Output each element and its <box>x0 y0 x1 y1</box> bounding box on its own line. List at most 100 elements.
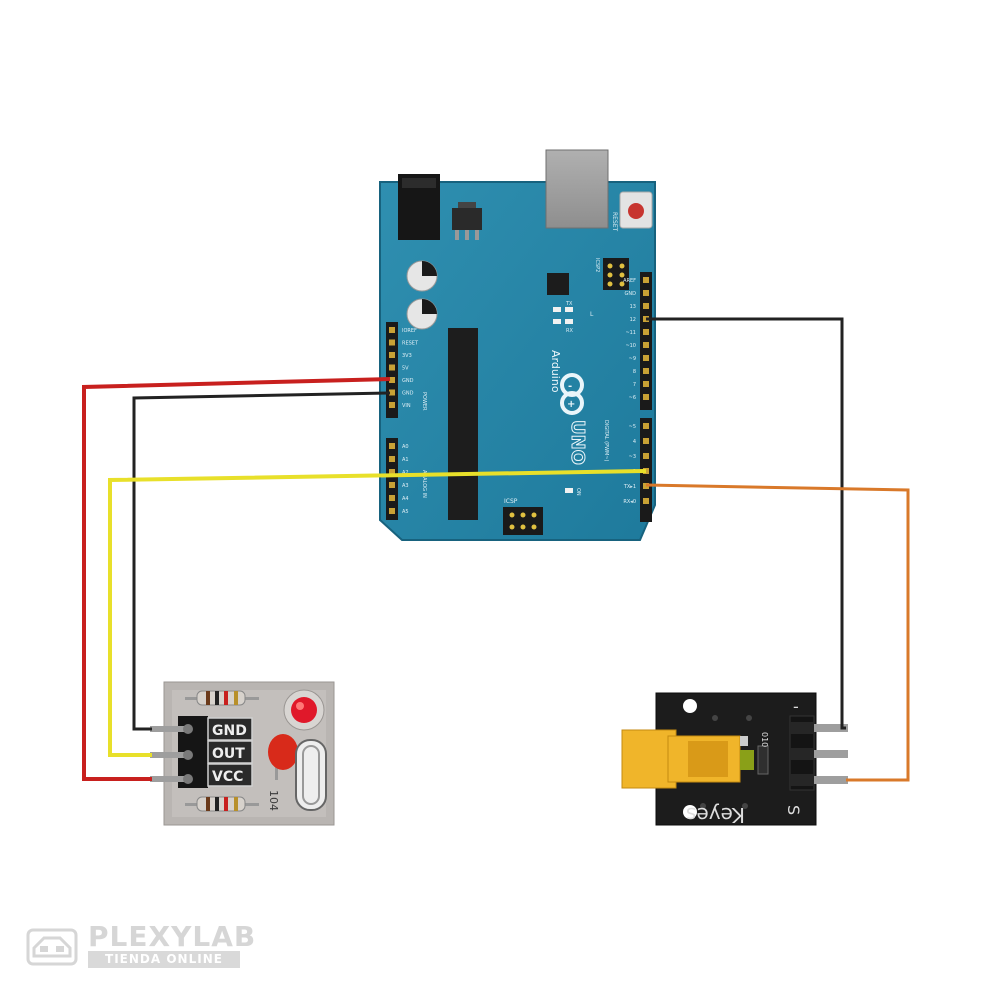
led-label-tx: TX <box>565 301 573 307</box>
header-pins <box>389 277 649 514</box>
laser-receiver-module: GND OUT VCC 104 <box>150 681 335 826</box>
digital-section-label: DIGITAL (PWM~) <box>603 420 609 462</box>
header-pin-label: ~11 <box>625 330 636 336</box>
header-pin <box>389 364 395 371</box>
header-pin-label: 5V <box>402 366 409 372</box>
header-pin <box>643 453 649 459</box>
icsp2-header: ICSP2 <box>594 258 629 290</box>
pin-label-gnd: GND <box>212 723 247 739</box>
capacitors <box>406 260 438 330</box>
header-pin-label: ~5 <box>629 424 636 430</box>
transmitter-resistor <box>757 745 769 775</box>
header-pin-label: A5 <box>402 509 409 515</box>
header-pin <box>643 355 649 361</box>
atmega-chip <box>448 328 478 520</box>
laser-transmitter-module: 010 - S Keyes <box>621 692 848 827</box>
header-pin-label: 8 <box>633 369 636 375</box>
icsp2-label: ICSP2 <box>594 258 600 272</box>
header-pin-label: ~6 <box>629 395 636 401</box>
header-pin <box>389 495 395 501</box>
header-pin <box>389 402 395 408</box>
wire-signal-yellow <box>108 469 647 757</box>
header-pin-label: 3V3 <box>402 353 412 359</box>
uno-model-text: UNO <box>567 420 588 465</box>
header-pin-label: A1 <box>402 457 409 463</box>
header-pin <box>643 290 649 296</box>
wire-gnd-black-left <box>132 391 391 731</box>
receiver-photo-sensor <box>295 739 327 811</box>
header-labels: IOREFRESET3V35VGNDGNDVINA0A1A2A3A4A5AREF… <box>402 278 636 515</box>
receiver-pins <box>150 724 193 784</box>
header-pin <box>643 498 649 504</box>
svg-text:-: - <box>568 381 572 392</box>
reset-button[interactable]: RESET <box>611 191 653 232</box>
header-pin <box>643 329 649 335</box>
header-pin <box>643 394 649 400</box>
arduino-brand-text: Arduino <box>549 350 562 393</box>
header-pin-label: 12 <box>630 317 636 323</box>
usb-connector <box>545 149 609 229</box>
voltage-regulator <box>452 208 482 230</box>
status-leds: L TX RX ON <box>553 301 594 496</box>
header-pin-label: AREF <box>623 278 636 284</box>
pin-label-out: OUT <box>212 746 245 762</box>
header-pin <box>389 469 395 475</box>
header-pin <box>643 303 649 309</box>
power-section-label: POWER <box>421 392 427 411</box>
receiver-pin-labels: GND OUT VCC <box>207 717 253 787</box>
header-pin-label: 13 <box>630 304 636 310</box>
header-pin-label: GND <box>402 378 414 384</box>
header-pin-label: ~9 <box>629 356 636 362</box>
keyes-brand-text: Keyes <box>686 803 745 827</box>
header-pin-label: TX▸1 <box>623 484 636 490</box>
signal-label: S <box>784 805 803 815</box>
plexylab-logo-icon <box>26 928 78 966</box>
wires <box>82 317 910 782</box>
led-label-rx: RX <box>566 328 573 334</box>
header-pin-label: A2 <box>402 470 409 476</box>
header-pin-label: IOREF <box>402 328 417 334</box>
wire-signal-orange <box>645 483 910 782</box>
header-pin-label: GND <box>402 391 414 397</box>
receiver-red-led <box>283 689 325 731</box>
header-pin <box>643 423 649 429</box>
usb-chip <box>547 273 569 295</box>
header-pin-label: GND <box>625 291 637 297</box>
header-pin-label: 4 <box>633 439 636 445</box>
reset-label: RESET <box>611 212 618 232</box>
watermark-subtitle: TIENDA ONLINE <box>88 951 240 968</box>
header-pin <box>643 342 649 348</box>
led-label-on: ON <box>575 488 581 496</box>
led-label-l: L <box>590 311 594 318</box>
header-pin-label: 7 <box>633 382 636 388</box>
header-pin-label: A0 <box>402 444 409 450</box>
wire-gnd-black-right <box>646 317 846 730</box>
header-pin <box>389 443 395 449</box>
receiver-capacitor: 104 <box>267 734 298 811</box>
pin-label-vcc: VCC <box>212 769 243 785</box>
header-pin <box>643 277 649 283</box>
header-pin <box>389 352 395 358</box>
transmitter-part-label: 010 <box>760 732 769 747</box>
wire-vcc-red <box>82 377 391 781</box>
arduino-uno-board: RESET ICSP2 L TX RX ON <box>379 149 656 541</box>
header-pin <box>643 381 649 387</box>
laser-head <box>621 729 754 789</box>
header-pin-label: A3 <box>402 483 409 489</box>
header-pin <box>643 368 649 374</box>
header-pin <box>389 377 395 383</box>
component-label-104: 104 <box>267 790 280 811</box>
header-pin <box>389 508 395 514</box>
header-pin <box>389 456 395 462</box>
header-pin <box>643 438 649 444</box>
header-pin-label: VIN <box>402 403 411 409</box>
arduino-logo: - + Arduino UNO <box>549 350 589 465</box>
header-pin <box>389 327 395 333</box>
transmitter-pins <box>790 722 848 786</box>
header-pin-label: RX◂0 <box>623 499 636 505</box>
plexylab-watermark: PLEXYLAB TIENDA ONLINE <box>26 920 256 972</box>
receiver-resistor-top <box>185 690 259 706</box>
icsp-label: ICSP <box>504 498 518 505</box>
analog-section-label: ANALOG IN <box>421 470 427 498</box>
